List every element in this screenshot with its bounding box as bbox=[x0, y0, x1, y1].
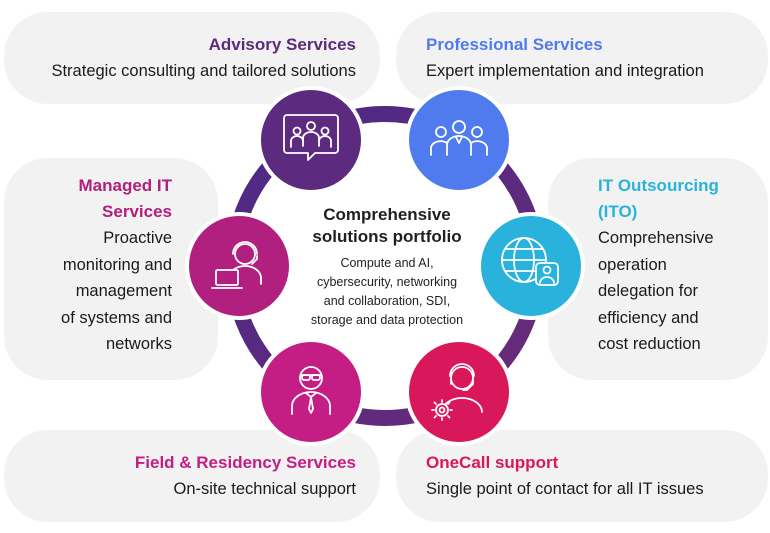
ito-desc-line-5: cost reduction bbox=[598, 335, 701, 353]
managed-it-desc-line-3: management bbox=[75, 282, 172, 300]
managed-node bbox=[185, 212, 293, 320]
advisory-services-card: Advisory Services Strategic consulting a… bbox=[4, 12, 380, 104]
headset-laptop-icon bbox=[211, 241, 262, 289]
field-residency-desc: On-site technical support bbox=[173, 480, 356, 498]
advisory-services-title: Advisory Services bbox=[208, 35, 356, 54]
managed-it-title-line-2: Services bbox=[102, 202, 172, 221]
managed-it-services-card: Managed IT Services Proactive monitoring… bbox=[4, 158, 218, 380]
professional-services-title: Professional Services bbox=[426, 35, 603, 54]
onecall-title: OneCall support bbox=[426, 453, 559, 472]
center-desc-line-2: cybersecurity, networking bbox=[316, 275, 458, 289]
ito-title-line-1: IT Outsourcing bbox=[598, 176, 719, 195]
ito-desc-line-3: delegation for bbox=[598, 282, 698, 300]
ito-desc-line-1: Comprehensive bbox=[598, 229, 714, 247]
professional-node bbox=[405, 86, 513, 194]
managed-it-title-line-1: Managed IT bbox=[78, 176, 172, 195]
center-desc-line-4: storage and data protection bbox=[310, 313, 464, 327]
center-desc-line-1: Compute and AI, bbox=[340, 256, 434, 270]
onecall-desc: Single point of contact for all IT issue… bbox=[426, 480, 704, 498]
center-desc-line-3: and collaboration, SDI, bbox=[323, 294, 451, 308]
managed-it-desc-line-4: of systems and bbox=[61, 308, 172, 327]
advisory-services-desc: Strategic consulting and tailored soluti… bbox=[51, 62, 356, 80]
field-residency-title: Field & Residency Services bbox=[134, 453, 356, 472]
center-title-line-2: solutions portfolio bbox=[312, 227, 462, 246]
ito-title-line-2: (ITO) bbox=[598, 202, 638, 221]
team-chat-icon bbox=[283, 114, 339, 161]
center-desc: Compute and AI, cybersecurity, networkin… bbox=[280, 254, 494, 330]
it-outsourcing-card: IT Outsourcing (ITO) Comprehensive opera… bbox=[548, 158, 768, 380]
team-icon bbox=[430, 120, 488, 156]
onecall-node bbox=[405, 338, 513, 446]
professional-services-desc: Expert implementation and integration bbox=[426, 62, 704, 80]
field-node bbox=[257, 338, 365, 446]
managed-it-desc-line-1: Proactive bbox=[103, 229, 172, 247]
professional-services-card: Professional Services Expert implementat… bbox=[396, 12, 768, 104]
ito-desc-line-4: efficiency and bbox=[598, 308, 699, 327]
technician-icon bbox=[291, 366, 331, 415]
advisory-node bbox=[257, 86, 365, 194]
globe-person-icon bbox=[501, 237, 559, 286]
ito-node bbox=[477, 212, 585, 320]
managed-it-desc-line-2: monitoring and bbox=[62, 255, 172, 274]
managed-it-desc-line-5: networks bbox=[105, 335, 172, 353]
portfolio-center-text: Comprehensive solutions portfolio Comput… bbox=[280, 204, 494, 330]
field-residency-services-card: Field & Residency Services On-site techn… bbox=[4, 430, 380, 522]
ito-desc-line-2: operation bbox=[598, 255, 667, 274]
center-title-line-1: Comprehensive bbox=[323, 205, 451, 224]
support-gear-icon bbox=[431, 363, 483, 421]
